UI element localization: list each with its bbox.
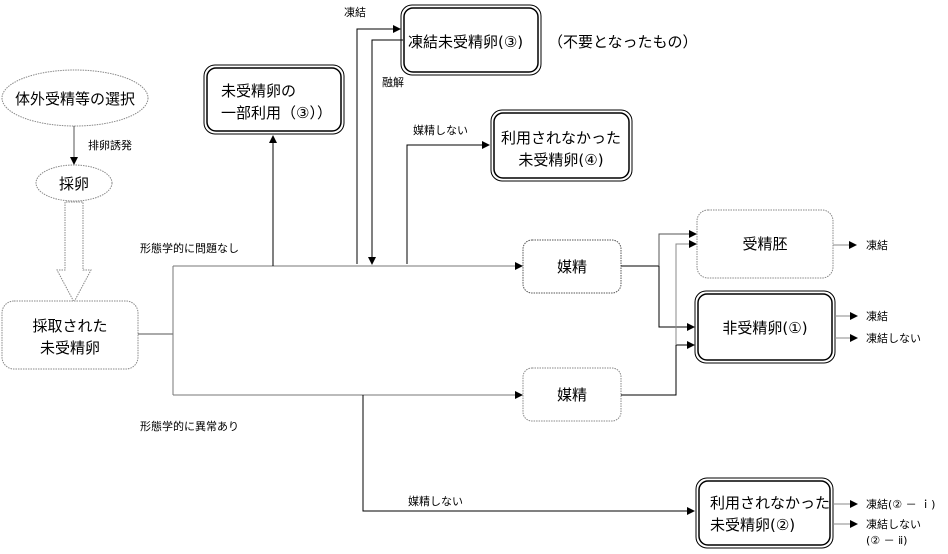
edge-no-insemination-bottom (362, 395, 695, 515)
node-egg-retrieval: 採卵 (35, 164, 113, 202)
edge-thaw (368, 39, 403, 265)
label-morph-abnormal: 形態学的に異常あり (140, 419, 239, 433)
node-fertilized-embryo-text: 受精胚 (742, 235, 787, 253)
edge-no-insemination-top (406, 141, 490, 264)
node-unfertilized-eggs-1-text: 非受精卵(①) (722, 319, 807, 337)
node-fertilized-embryo: 受精胚 (696, 209, 834, 279)
label-no-insemination-top: 媒精しない (413, 124, 468, 137)
edge-insem2-out (621, 341, 695, 396)
node-unused-eggs-2: 利用されなかった 未受精卵(②) (695, 477, 834, 549)
label-unfert-no-freeze: 凍結しない (866, 331, 921, 345)
label-unused2-freeze: 凍結(② － ｉ) (866, 497, 935, 511)
edge-freeze (356, 25, 401, 264)
label-unused2-no-freeze-1: 凍結しない (866, 517, 921, 531)
label-no-insemination-bottom: 媒精しない (408, 495, 463, 508)
node-retrieved-eggs: 採取された 未受精卵 (1, 300, 139, 370)
label-morph-ok: 形態学的に問題なし (140, 241, 239, 255)
label-thaw: 融解 (382, 75, 404, 89)
node-unused-eggs-2-line1: 利用されなかった (710, 494, 830, 512)
label-unfert-freeze: 凍結 (866, 309, 888, 323)
node-ivf-selection: 体外受精等の選択 (1, 69, 149, 127)
node-unused-eggs-4-line1: 利用されなかった (501, 129, 621, 147)
node-insemination-1: 媒精 (522, 239, 622, 294)
node-unused-eggs-4: 利用されなかった 未受精卵(④) (490, 109, 633, 182)
node-unused-eggs-2-line2: 未受精卵(②) (710, 516, 795, 534)
node-insemination-2-text: 媒精 (557, 386, 587, 404)
node-insemination-2: 媒精 (522, 367, 622, 422)
label-ovulation-induction: 排卵誘発 (88, 138, 132, 152)
node-partial-use-line2: 一部利用（③）） (221, 104, 332, 122)
node-unfertilized-eggs-1: 非受精卵(①) (694, 290, 836, 364)
node-frozen-eggs-text: 凍結未受精卵(③) (408, 33, 523, 51)
node-unused-eggs-4-line2: 未受精卵(④) (518, 151, 603, 169)
node-insemination-1-text: 媒精 (557, 258, 587, 276)
label-unused2-no-freeze-2: (② － ⅱ) (866, 534, 907, 547)
frozen-eggs-note: （不要となったもの） (548, 33, 698, 51)
node-retrieved-eggs-line2: 未受精卵 (40, 339, 100, 357)
label-freeze-top: 凍結 (344, 5, 366, 19)
label-embryo-freeze: 凍結 (866, 238, 888, 252)
edge-insem1-to-embryo (658, 230, 697, 266)
node-egg-retrieval-text: 採卵 (59, 175, 89, 193)
node-ivf-selection-text: 体外受精等の選択 (15, 90, 135, 108)
hollow-down-arrow (56, 201, 92, 304)
node-retrieved-eggs-line1: 採取された (32, 317, 107, 335)
node-frozen-eggs: 凍結未受精卵(③) (400, 4, 542, 76)
node-partial-use-line1: 未受精卵の (221, 82, 296, 100)
node-partial-use: 未受精卵の 一部利用（③）） (203, 64, 345, 135)
edge-insem2-to-embryo (675, 240, 697, 345)
edge-insem1-to-unfertilized (658, 266, 695, 331)
